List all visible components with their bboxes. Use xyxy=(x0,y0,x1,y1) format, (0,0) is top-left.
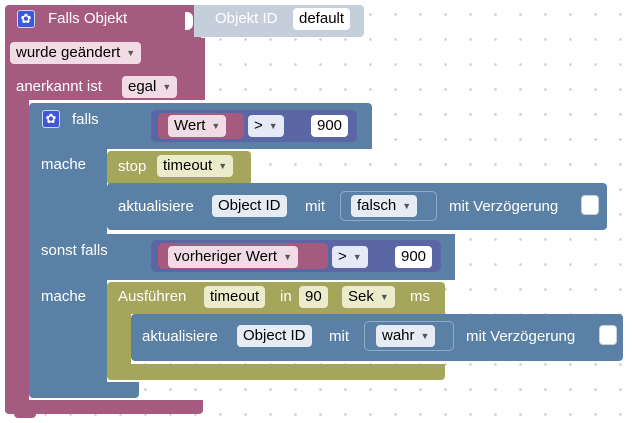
update-label-2: aktualisiere xyxy=(142,328,218,345)
with-label-2: mit xyxy=(329,328,349,345)
ack-label: anerkannt ist xyxy=(16,78,102,95)
stop-timeout-dropdown[interactable]: timeout▼ xyxy=(157,155,234,177)
update-label: aktualisiere xyxy=(118,198,194,215)
delay-label: mit Verzögerung xyxy=(449,198,559,215)
gear-icon[interactable]: ✿ xyxy=(17,10,35,28)
delay-checkbox-2[interactable] xyxy=(599,325,617,345)
boolean-dropdown-2[interactable]: wahr▼ xyxy=(376,325,436,347)
ms-label: ms xyxy=(410,288,430,305)
operator-dropdown[interactable]: >▼ xyxy=(248,115,284,137)
dropdown-arrow-icon: ▼ xyxy=(126,48,136,58)
dropdown-arrow-icon: ▼ xyxy=(420,331,430,341)
boolean-dropdown[interactable]: falsch▼ xyxy=(351,195,418,217)
do-label-2: mache xyxy=(41,288,87,305)
dropdown-arrow-icon: ▼ xyxy=(211,121,221,131)
ack-dropdown[interactable]: egal▼ xyxy=(122,76,178,98)
number-field[interactable]: 900 xyxy=(311,115,349,137)
variable-dropdown-value[interactable]: Wert▼ xyxy=(168,115,227,137)
execute-label: Ausführen xyxy=(118,288,187,305)
dropdown-arrow-icon: ▼ xyxy=(283,252,293,262)
object-id-field[interactable]: default xyxy=(293,8,351,30)
elseif-label: sonst falls xyxy=(41,242,108,259)
object-id-label: Objekt ID xyxy=(215,10,278,27)
dropdown-arrow-icon: ▼ xyxy=(268,121,278,131)
do-label: mache xyxy=(41,156,87,173)
variable-dropdown-previous[interactable]: vorheriger Wert▼ xyxy=(168,246,299,268)
stop-label: stop xyxy=(118,158,147,175)
gear-icon[interactable]: ✿ xyxy=(42,110,60,128)
dropdown-arrow-icon: ▼ xyxy=(218,161,228,171)
dropdown-arrow-icon: ▼ xyxy=(379,292,389,302)
timeout-value-field[interactable]: 90 xyxy=(299,286,328,308)
trigger-title: Falls Objekt xyxy=(48,10,128,27)
update-object-field-2[interactable]: Object ID xyxy=(237,325,312,347)
with-label: mit xyxy=(305,198,325,215)
update-object-field[interactable]: Object ID xyxy=(212,195,287,217)
dropdown-arrow-icon: ▼ xyxy=(402,201,412,211)
delay-checkbox[interactable] xyxy=(581,195,599,215)
number-field[interactable]: 900 xyxy=(395,246,433,268)
dropdown-arrow-icon: ▼ xyxy=(352,252,362,262)
delay-label-2: mit Verzögerung xyxy=(466,328,576,345)
operator-dropdown[interactable]: >▼ xyxy=(332,246,368,268)
changed-dropdown[interactable]: wurde geändert▼ xyxy=(10,42,142,64)
in-label: in xyxy=(280,288,292,305)
dropdown-arrow-icon: ▼ xyxy=(162,82,172,92)
timeout-unit-dropdown[interactable]: Sek▼ xyxy=(342,286,395,308)
if-label: falls xyxy=(72,111,99,128)
timeout-name-field[interactable]: timeout xyxy=(204,286,266,308)
